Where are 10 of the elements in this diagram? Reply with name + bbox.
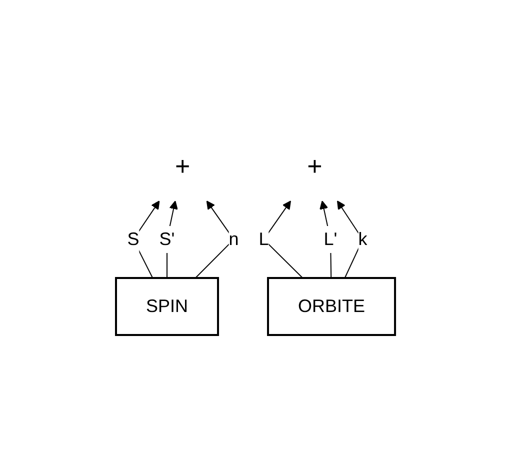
edge-label: L' — [324, 228, 338, 248]
edge-label: L — [259, 228, 270, 248]
node-text: + — [308, 150, 323, 180]
edge-label: n — [229, 228, 240, 248]
edge-label: S' — [160, 228, 176, 248]
node-box: SPIN — [115, 276, 220, 336]
edge-label: k — [358, 228, 368, 248]
node-text: + — [176, 150, 191, 180]
node-box: ORBITE — [268, 276, 397, 336]
edge-label: S — [128, 228, 140, 248]
